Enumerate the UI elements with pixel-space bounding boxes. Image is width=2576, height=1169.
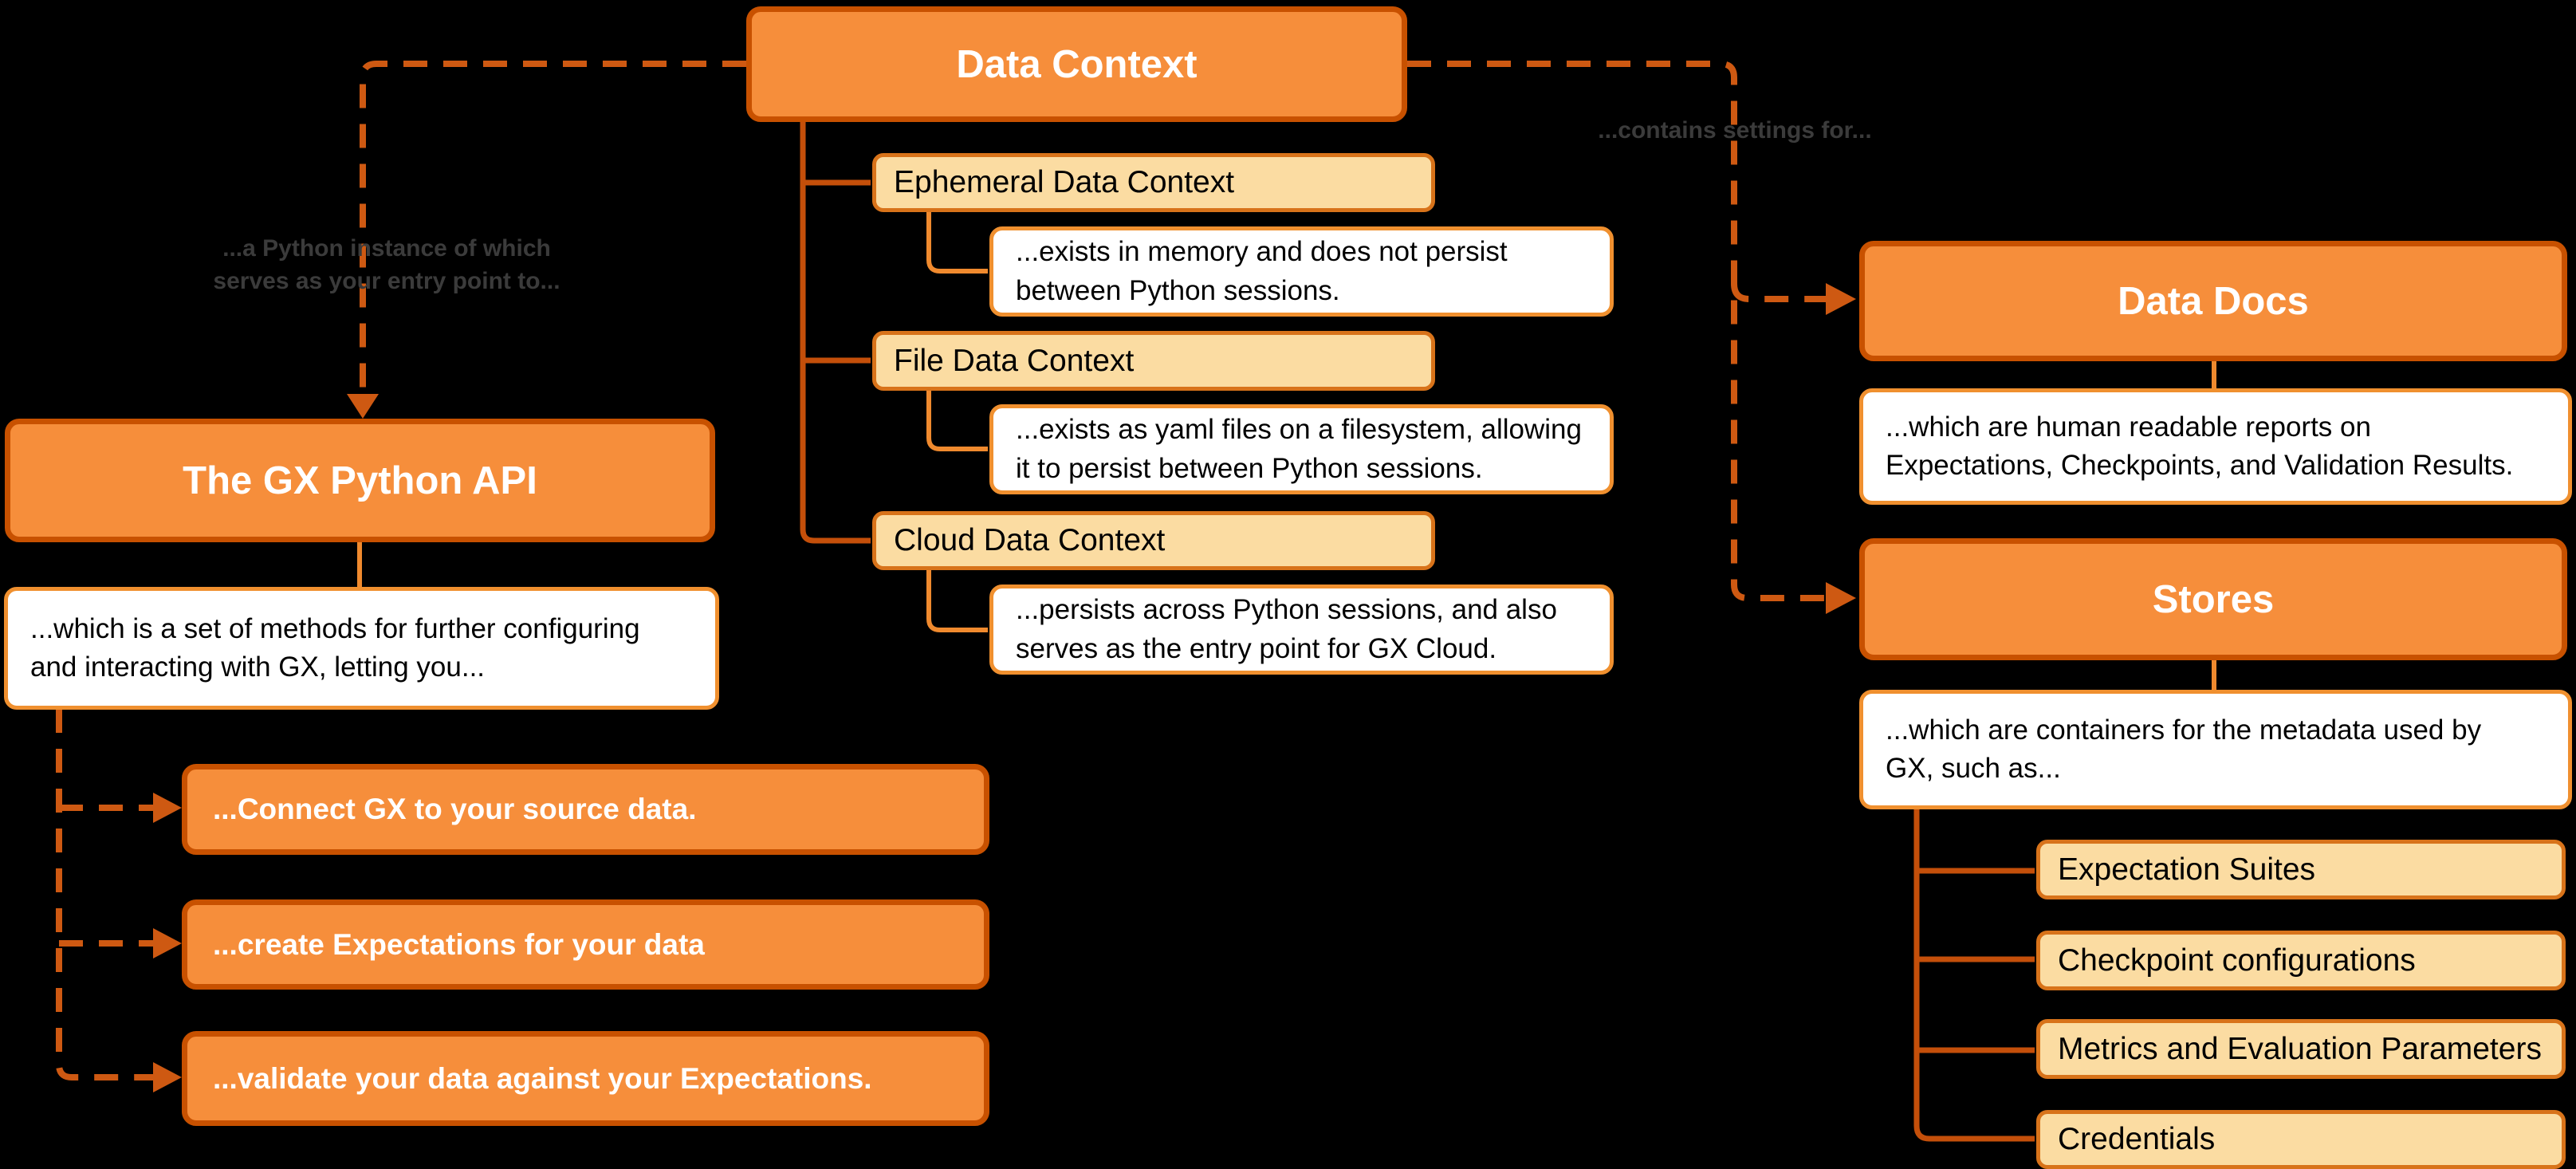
desc-stores-text: ...which are containers for the metadata… bbox=[1886, 714, 2482, 784]
desc-gx-python-api-text: ...which is a set of methods for further… bbox=[30, 612, 640, 683]
arrowhead-action-1 bbox=[153, 793, 182, 823]
desc-file-data-context: ...exists as yaml files on a filesystem,… bbox=[989, 404, 1614, 494]
desc-ephemeral-data-context: ...exists in memory and does not persist… bbox=[989, 226, 1614, 317]
desc-data-docs-text: ...which are human readable reports on E… bbox=[1886, 411, 2514, 481]
desc-data-docs: ...which are human readable reports on E… bbox=[1859, 388, 2572, 505]
desc-ephemeral-text: ...exists in memory and does not persist… bbox=[1016, 236, 1508, 306]
desc-gx-python-api: ...which is a set of methods for further… bbox=[4, 587, 719, 710]
node-cloud-label: Cloud Data Context bbox=[894, 523, 1166, 557]
node-stores-label: Stores bbox=[2152, 577, 2275, 621]
node-data-docs-label: Data Docs bbox=[2118, 279, 2309, 323]
node-store-credentials-label: Credentials bbox=[2058, 1122, 2216, 1156]
annotation-python-instance: ...a Python instance of which serves as … bbox=[213, 235, 560, 294]
node-file-data-context: File Data Context bbox=[872, 331, 1435, 391]
arrowhead-action-3 bbox=[153, 1062, 182, 1092]
node-store-checkpoint-configurations-label: Checkpoint configurations bbox=[2058, 943, 2416, 978]
tree-context-types-trunk bbox=[800, 121, 871, 544]
node-ephemeral-data-context: Ephemeral Data Context bbox=[872, 153, 1435, 212]
node-gx-python-api-label: The GX Python API bbox=[183, 459, 537, 502]
node-ephemeral-label: Ephemeral Data Context bbox=[894, 165, 1235, 199]
edge-branch-to-datadocs-dashed bbox=[1731, 283, 1826, 302]
node-action-validate: ...validate your data against your Expec… bbox=[182, 1031, 989, 1126]
node-gx-python-api: The GX Python API bbox=[5, 419, 715, 542]
edge-cloud-desc bbox=[926, 569, 988, 632]
node-store-expectation-suites-label: Expectation Suites bbox=[2058, 852, 2316, 887]
node-data-context: Data Context bbox=[746, 6, 1407, 122]
desc-cloud-data-context: ...persists across Python sessions, and … bbox=[989, 584, 1614, 675]
node-action-connect-label: ...Connect GX to your source data. bbox=[213, 793, 697, 825]
node-data-docs: Data Docs bbox=[1859, 241, 2567, 361]
node-action-validate-label: ...validate your data against your Expec… bbox=[213, 1061, 872, 1095]
arrowhead-action-2 bbox=[153, 928, 182, 958]
node-store-metrics-eval-params-label: Metrics and Evaluation Parameters bbox=[2058, 1031, 2542, 1066]
desc-cloud-text: ...persists across Python sessions, and … bbox=[1016, 594, 1557, 664]
tree-actions-dashed-trunk bbox=[56, 709, 153, 1080]
node-data-context-label: Data Context bbox=[956, 42, 1198, 86]
node-file-label: File Data Context bbox=[894, 343, 1135, 378]
desc-file-text: ...exists as yaml files on a filesystem,… bbox=[1016, 414, 1582, 484]
tree-store-items-trunk bbox=[1913, 809, 2035, 1142]
node-store-metrics-eval-params: Metrics and Evaluation Parameters bbox=[2036, 1019, 2566, 1079]
arrowhead-gxapi bbox=[347, 394, 379, 419]
node-action-create-expectations-label: ...create Expectations for your data bbox=[213, 927, 705, 961]
node-store-checkpoint-configurations: Checkpoint configurations bbox=[2036, 931, 2566, 990]
desc-stores: ...which are containers for the metadata… bbox=[1859, 690, 2572, 809]
node-store-credentials: Credentials bbox=[2036, 1110, 2566, 1169]
edge-datacontext-to-gxapi-dashed bbox=[360, 61, 746, 396]
node-action-create-expectations: ...create Expectations for your data bbox=[182, 899, 989, 990]
node-store-expectation-suites: Expectation Suites bbox=[2036, 840, 2566, 899]
node-cloud-data-context: Cloud Data Context bbox=[872, 511, 1435, 570]
node-action-connect: ...Connect GX to your source data. bbox=[182, 764, 989, 855]
node-stores: Stores bbox=[1859, 538, 2567, 660]
arrowhead-stores bbox=[1826, 582, 1856, 614]
edge-file-desc bbox=[926, 390, 988, 451]
arrowhead-datadocs bbox=[1826, 283, 1856, 315]
annotation-contains-settings: ...contains settings for... bbox=[1598, 117, 1872, 144]
edge-ephemeral-desc bbox=[926, 211, 988, 274]
